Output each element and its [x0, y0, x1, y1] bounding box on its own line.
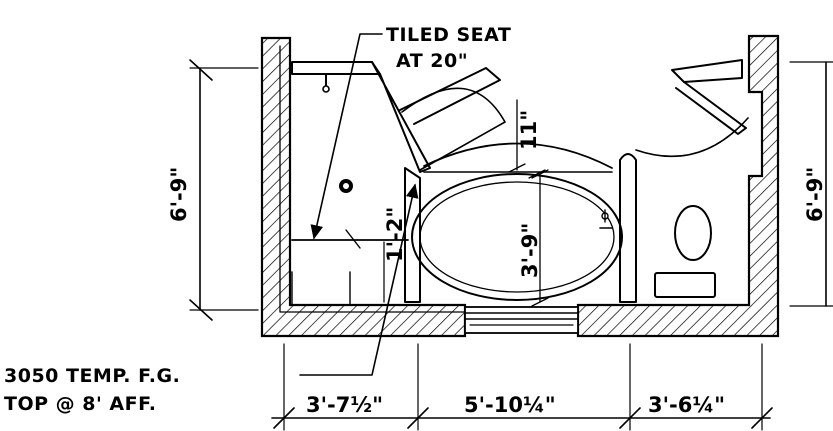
window-opening: [464, 306, 579, 334]
dimension-lines: [189, 59, 833, 431]
tub-width-dimension: 3'-9": [518, 223, 542, 278]
bathtub: [411, 99, 623, 307]
window-note-line2: TOP @ 8' AFF.: [4, 393, 157, 415]
left-wall: [260, 36, 467, 338]
toilet-icon: [674, 205, 712, 261]
width-toilet-dimension: 3'-6¼": [648, 393, 725, 417]
tub-clearance-dimension: 11": [517, 110, 541, 150]
shower: [291, 61, 506, 306]
toilet-room: [619, 59, 763, 303]
width-shower-dimension: 3'-7½": [306, 393, 383, 417]
bench-depth-dimension: 1'-2": [383, 207, 407, 262]
leaders: [299, 33, 419, 376]
height-left-dimension: 6'-9": [167, 167, 191, 222]
walls: [260, 34, 780, 338]
annotations: TILED SEAT AT 20" 3050 TEMP. F.G. TOP @ …: [4, 24, 827, 417]
width-tub-dimension: 5'-10¼": [464, 393, 556, 417]
seat-note-line2: AT 20": [396, 50, 468, 72]
window-note-line1: 3050 TEMP. F.G.: [4, 365, 180, 387]
seat-note-line1: TILED SEAT: [386, 24, 511, 46]
height-right-dimension: 6'-9": [803, 167, 827, 222]
